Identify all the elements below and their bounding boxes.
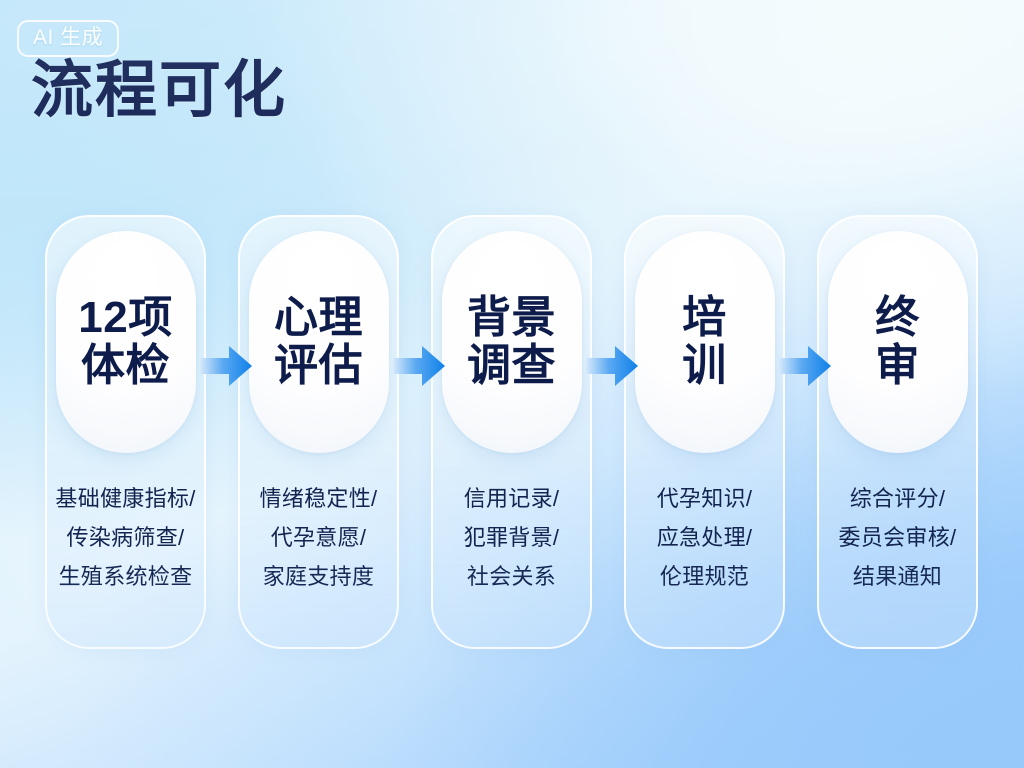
step-title: 背景 调查 — [467, 294, 556, 389]
step-title: 12项 体检 — [78, 294, 172, 389]
flow-step-card[interactable]: 终 审 综合评分/ 委员会审核/ 结果通知 — [817, 215, 978, 649]
step-description-line: 综合评分/ — [849, 486, 946, 511]
step-title: 心理 评估 — [274, 294, 363, 389]
step-description-line: 代孕意愿/ — [270, 525, 367, 550]
step-description: 综合评分/ 委员会审核/ 结果通知 — [825, 479, 970, 596]
step-title-line: 心理 — [274, 293, 363, 343]
step-description-line: 基础健康指标/ — [55, 486, 196, 511]
step-title-line: 终 — [875, 293, 920, 343]
page-title: 流程可化 — [31, 56, 288, 125]
step-title-line: 审 — [875, 341, 920, 390]
step-description-line: 委员会审核/ — [838, 525, 957, 550]
step-description-line: 家庭支持度 — [262, 564, 375, 589]
step-description-line: 结果通知 — [852, 564, 943, 589]
step-description: 代孕知识/ 应急处理/ 伦理规范 — [632, 479, 777, 596]
step-description: 情绪稳定性/ 代孕意愿/ 家庭支持度 — [246, 479, 391, 596]
step-title-line: 背景 — [467, 293, 556, 343]
arrow-right-icon — [200, 344, 252, 388]
process-flow: 12项 体检 基础健康指标/ 传染病筛查/ 生殖系统检查 心理 评估 情绪稳定性… — [0, 215, 1024, 651]
step-title-line: 评估 — [274, 341, 363, 390]
flow-step-card[interactable]: 背景 调查 信用记录/ 犯罪背景/ 社会关系 — [431, 215, 592, 649]
step-title-pill: 终 审 — [827, 231, 968, 453]
step-title-line: 12项 — [78, 293, 173, 343]
step-title-line: 训 — [682, 341, 727, 390]
arrow-right-icon — [393, 344, 445, 388]
step-title-pill: 心理 评估 — [248, 231, 389, 453]
step-description-line: 生殖系统检查 — [58, 564, 193, 589]
step-description-line: 社会关系 — [466, 564, 557, 589]
step-description: 信用记录/ 犯罪背景/ 社会关系 — [439, 479, 584, 596]
step-title-line: 调查 — [467, 341, 556, 390]
step-description-line: 情绪稳定性/ — [259, 486, 378, 511]
step-title-pill: 12项 体检 — [55, 231, 196, 453]
step-title-pill: 背景 调查 — [441, 231, 582, 453]
step-description-line: 传染病筛查/ — [66, 525, 185, 550]
step-description: 基础健康指标/ 传染病筛查/ 生殖系统检查 — [53, 479, 198, 596]
step-title: 终 审 — [875, 294, 920, 389]
flow-step-card[interactable]: 培 训 代孕知识/ 应急处理/ 伦理规范 — [624, 215, 785, 649]
step-description-line: 应急处理/ — [656, 525, 753, 550]
step-description-line: 犯罪背景/ — [463, 525, 560, 550]
step-description-line: 代孕知识/ — [656, 486, 753, 511]
step-title-line: 体检 — [80, 341, 170, 390]
arrow-right-icon — [779, 344, 831, 388]
step-description-line: 伦理规范 — [659, 564, 750, 589]
step-description-line: 信用记录/ — [463, 486, 560, 511]
step-title-pill: 培 训 — [634, 231, 775, 453]
flow-step-card[interactable]: 12项 体检 基础健康指标/ 传染病筛查/ 生殖系统检查 — [45, 215, 206, 649]
flow-step-card[interactable]: 心理 评估 情绪稳定性/ 代孕意愿/ 家庭支持度 — [238, 215, 399, 649]
step-title: 培 训 — [682, 294, 727, 389]
step-title-line: 培 — [682, 293, 727, 343]
ai-generated-badge: AI 生成 — [17, 20, 120, 57]
arrow-right-icon — [586, 344, 638, 388]
